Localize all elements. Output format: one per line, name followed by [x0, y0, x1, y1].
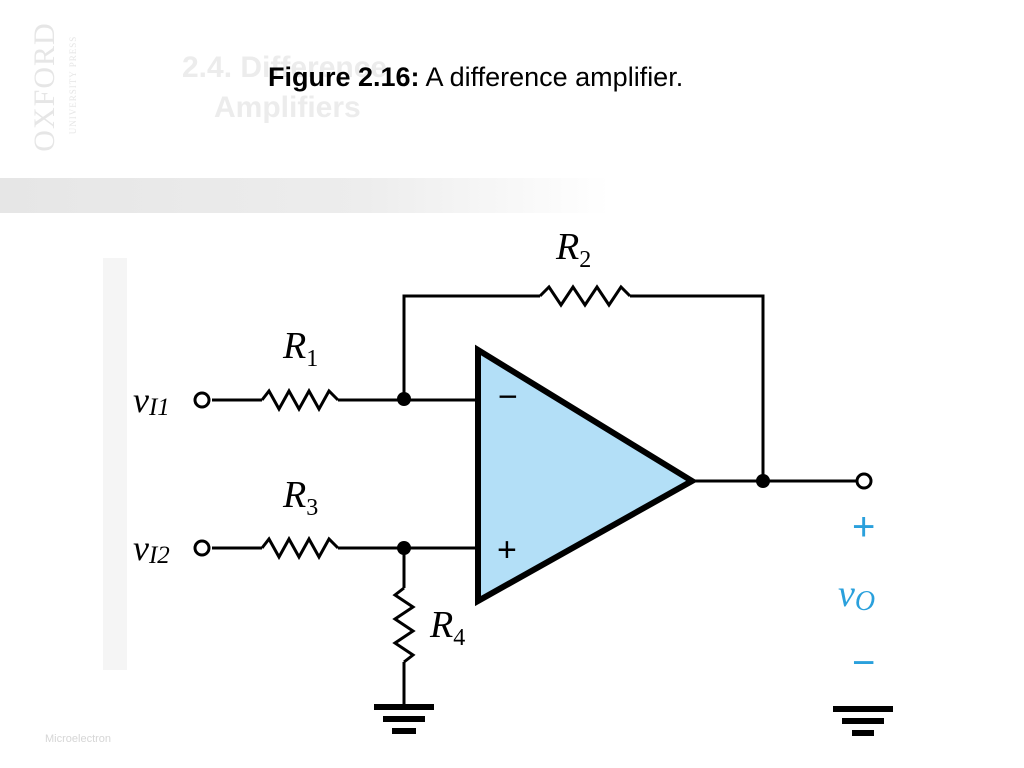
vi1-label: vI1 [133, 380, 170, 421]
r2-label: R2 [555, 226, 591, 273]
output-terminal [855, 472, 873, 490]
inverting-sign: − [498, 378, 518, 416]
opamp-triangle [475, 344, 698, 607]
figure-left-margin [103, 258, 127, 670]
section-title-ghost: 2.4. Difference Amplifiers [182, 48, 442, 128]
header-band [0, 178, 610, 213]
r1-resistor [260, 387, 340, 413]
figure-caption-text: A difference amplifier. [419, 62, 684, 92]
output-plus-sign: + [852, 505, 875, 549]
section-title-line1: 2.4. Difference [182, 51, 388, 84]
feedback-wire [402, 294, 540, 398]
input-terminal-vi1 [193, 391, 211, 409]
r1-label: R1 [282, 325, 318, 372]
input-terminal-vi2 [193, 539, 211, 557]
vo-label: vO [838, 573, 875, 617]
noninverting-sign: + [497, 531, 517, 569]
junction-dot [397, 392, 411, 406]
junction-dot [397, 541, 411, 555]
vi2-label: vI2 [133, 528, 170, 569]
r4-label: R4 [429, 604, 465, 651]
feedback-wire-right [630, 294, 765, 481]
junction-dot [756, 474, 770, 488]
figure-label: Figure 2.16: [268, 62, 420, 92]
r4-resistor [392, 586, 416, 664]
r2-resistor [538, 284, 632, 308]
r3-label: R3 [282, 474, 318, 521]
r3-resistor [260, 535, 340, 561]
output-minus-sign: − [852, 641, 875, 685]
ground-symbol-r4 [374, 704, 434, 734]
footer-text: Microelectron [45, 733, 112, 745]
ground-symbol-output [833, 706, 893, 736]
section-title-line2: Amplifiers [214, 91, 361, 124]
